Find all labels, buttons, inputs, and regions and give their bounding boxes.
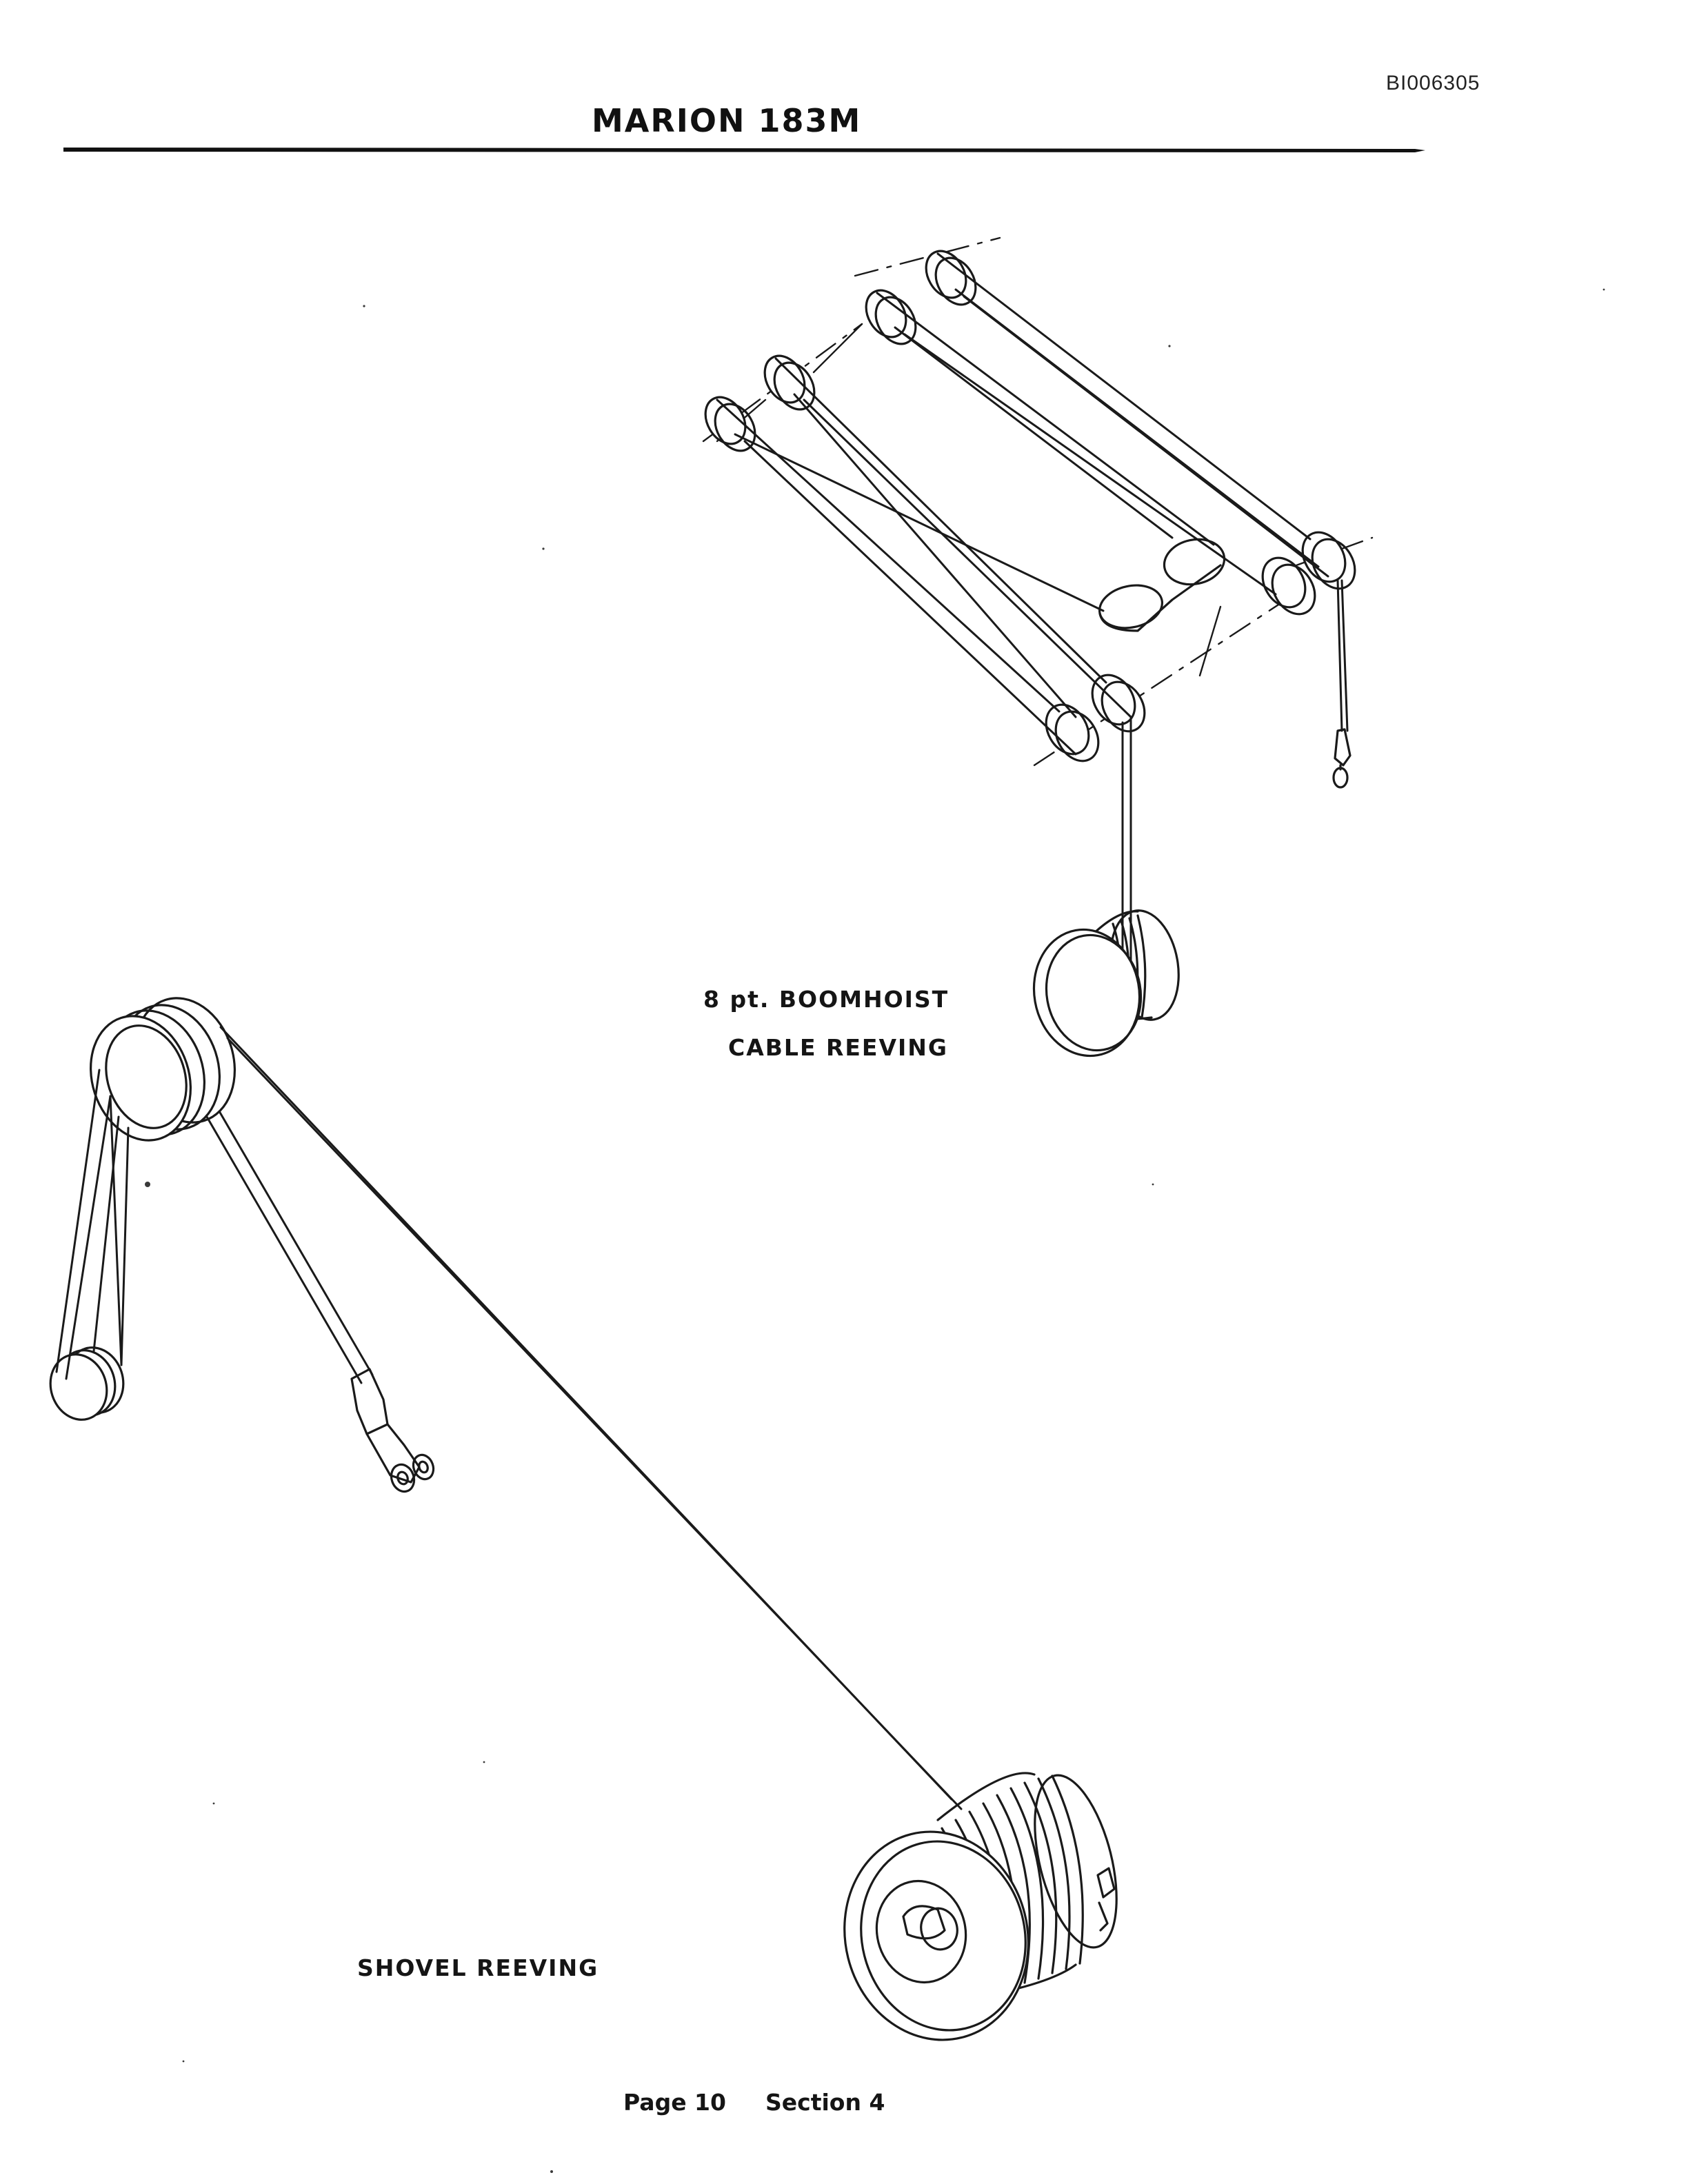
shovel-cable-runs	[55, 1026, 963, 1810]
boomhoist-sheave-axes	[702, 236, 1374, 767]
boomhoist-cable-runs	[716, 252, 1349, 973]
boomhoist-caption-line2: CABLE REEVING	[728, 1034, 948, 1061]
shovel-lower-sheave	[49, 1346, 125, 1421]
boomhoist-drum	[1032, 909, 1180, 1058]
shovel-reeving-drawing	[49, 997, 1118, 2041]
page-title: MARION 183M	[592, 102, 862, 139]
boomhoist-equalizer-sheaves	[1098, 538, 1226, 632]
scan-specks	[145, 288, 1605, 2173]
header-rule	[63, 148, 1425, 152]
shovel-socket-fitting	[350, 1368, 435, 1493]
boomhoist-caption-line1: 8 pt. BOOMHOIST	[703, 986, 950, 1013]
boomhoist-reeving-drawing	[702, 236, 1374, 1058]
shovel-caption: SHOVEL REEVING	[357, 1954, 599, 1981]
shovel-upper-sheave	[90, 997, 236, 1142]
boomhoist-socket-fitting	[1332, 728, 1352, 789]
shovel-drum	[843, 1772, 1118, 2041]
document-id: BI006305	[1386, 72, 1480, 94]
page-number: Page 10	[623, 2089, 726, 2116]
section-number: Section 4	[765, 2089, 885, 2116]
boomhoist-upper-sheaves	[704, 250, 977, 452]
